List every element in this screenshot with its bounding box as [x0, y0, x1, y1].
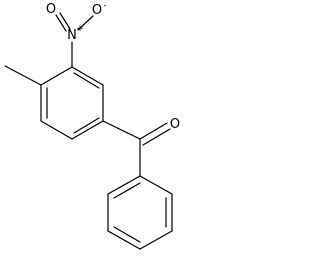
- bond-ring-b-6-inner: [113, 182, 141, 199]
- nitro-group: [55, 12, 94, 68]
- bond-carbonyl-double-a: [139, 122, 168, 140]
- bond-ring-a-1: [71, 66, 104, 86]
- ring-a: [40, 66, 104, 140]
- bond-ring-b-4: [107, 230, 141, 250]
- bond-ring-a-to-carbonyl: [102, 120, 141, 140]
- nitro-oxygen-top-charge-label: -: [103, 1, 106, 11]
- nitro-oxygen-top-label: O: [92, 3, 102, 18]
- bond-ring-a-1-inner: [73, 72, 100, 89]
- bond-ring-b-6: [107, 175, 141, 195]
- bond-nitrogen-oxygen-left-a: [55, 14, 67, 32]
- bond-ring-b-3: [139, 230, 173, 250]
- carbonyl-oxygen-label: O: [170, 117, 180, 132]
- bond-ring-a-4: [40, 120, 73, 140]
- structure-canvas: O N + O - O: [4, 1, 180, 250]
- bond-ring-a-6: [40, 66, 73, 86]
- bond-ring-b-4-inner: [113, 226, 141, 243]
- carbonyl-group: [102, 120, 171, 177]
- bond-carbonyl-double-b: [142, 128, 171, 146]
- ring-b: [107, 175, 173, 250]
- nitrogen-charge-label: +: [76, 24, 84, 34]
- nitro-oxygen-left-label: O: [46, 2, 56, 17]
- nitrogen-label: N: [67, 28, 77, 43]
- bond-ring-b-1: [139, 175, 173, 195]
- bond-ring-a-3-inner: [73, 117, 100, 134]
- bond-methyl: [4, 65, 42, 86]
- molecule-drawing: O N + O - O: [4, 1, 180, 250]
- bond-ring-a-3: [71, 120, 104, 140]
- bond-nitrogen-oxygen-top: [77, 15, 94, 31]
- bond-nitrogen-oxygen-left-b: [59, 12, 71, 30]
